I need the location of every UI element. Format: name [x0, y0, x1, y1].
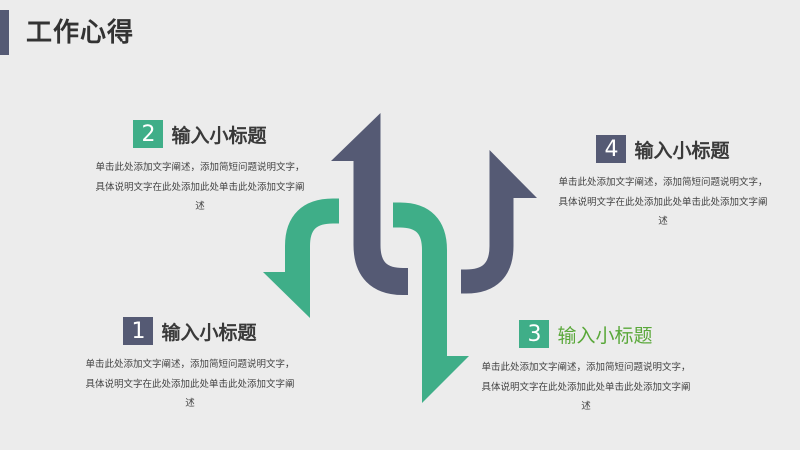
item-4: 4 输入小标题 单击此处添加文字阐述，添加简短问题说明文字，具体说明文字在此处添加… [548, 135, 778, 232]
item-description: 单击此处添加文字阐述，添加简短问题说明文字，具体说明文字在此处添加此处单击此处添… [85, 359, 295, 409]
item-3: 3 输入小标题 单击此处添加文字阐述，添加简短问题说明文字，具体说明文字在此处添加… [471, 320, 701, 417]
green-arrow-left-shaft [285, 198, 339, 274]
green-arrow-left-head [263, 272, 310, 318]
dark-arrow-left-head [331, 113, 381, 161]
number-badge: 3 [519, 320, 550, 348]
dark-arrow-right-head [489, 150, 537, 198]
dark-arrow-left-shaft [353, 160, 408, 295]
item-title: 输入小标题 [634, 139, 730, 162]
title-accent-bar [0, 10, 9, 55]
item-description: 单击此处添加文字阐述，添加简短问题说明文字，具体说明文字在此处添加此处单击此处添… [558, 177, 768, 227]
number-badge: 4 [596, 135, 627, 163]
green-arrow-right-shaft [393, 202, 447, 358]
item-title: 输入小标题 [557, 324, 653, 347]
dark-arrow-right-shaft [461, 197, 514, 294]
item-title: 输入小标题 [171, 124, 267, 147]
number-badge: 2 [133, 120, 164, 148]
item-2: 2 输入小标题 单击此处添加文字阐述，添加简短问题说明文字，具体说明文字在此处添加… [85, 120, 315, 217]
item-description: 单击此处添加文字阐述，添加简短问题说明文字，具体说明文字在此处添加此处单击此处添… [481, 362, 691, 412]
green-arrow-right-head [422, 356, 469, 403]
page-title: 工作心得 [26, 18, 135, 48]
item-description: 单击此处添加文字阐述，添加简短问题说明文字，具体说明文字在此处添加此处单击此处添… [95, 162, 305, 212]
item-1: 1 输入小标题 单击此处添加文字阐述，添加简短问题说明文字，具体说明文字在此处添加… [75, 317, 305, 414]
number-badge: 1 [123, 317, 154, 345]
item-title: 输入小标题 [161, 321, 257, 344]
